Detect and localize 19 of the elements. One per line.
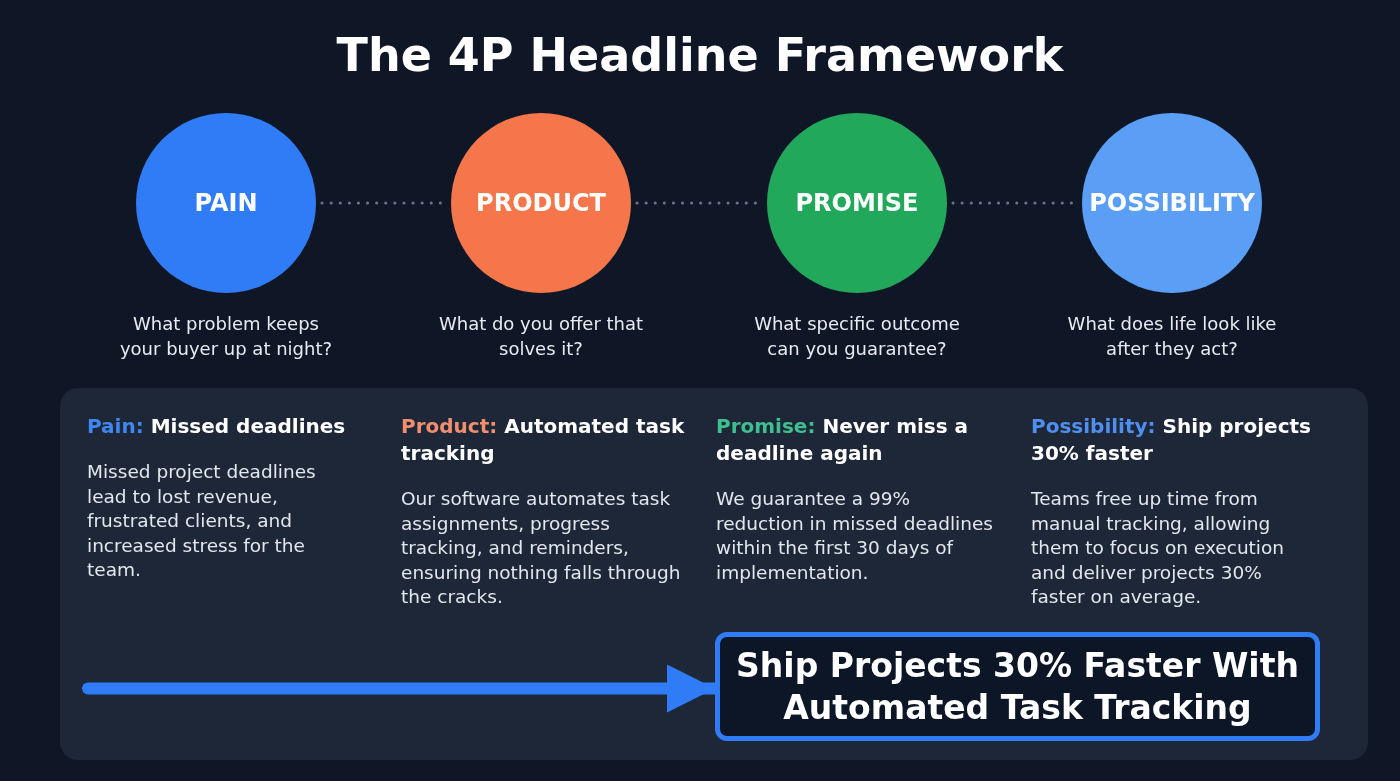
- headline-box: [715, 632, 1320, 741]
- node-label: PROMISE: [795, 189, 919, 217]
- column-text: Teams free up time from manual tracking, allowing them to focus on execution and deliver projects 30% faster on average.: [1031, 487, 1286, 609]
- node-label: PAIN: [194, 189, 258, 217]
- column-text: Missed project deadlines lead to lost revenue, frustrated clients, and increased stress for the team.: [87, 460, 317, 582]
- column-heading: Promise: Never miss a deadline again: [716, 413, 970, 467]
- column-text: Our software automates task assignments, progress tracking, and reminders, ensuring nothing falls through the cracks.: [401, 487, 682, 609]
- question-text: What do you offer that solves it?: [437, 312, 645, 361]
- column-text: We guarantee a 99% reduction in missed deadlines within the first 30 days of implementation.: [716, 487, 994, 585]
- question-text: What specific outcome can you guarantee?: [753, 312, 961, 361]
- question-text: What does life look like after they act?: [1066, 312, 1278, 361]
- headline-text: Ship Projects 30% Faster With Automated Task Tracking: [735, 644, 1300, 729]
- node-label: PRODUCT: [476, 189, 606, 217]
- column-heading: Product: Automated task tracking: [401, 413, 686, 467]
- column-heading: Pain: Missed deadlines: [87, 413, 347, 440]
- question-text: What problem keeps your buyer up at night?: [118, 312, 334, 361]
- title: The 4P Headline Framework: [335, 28, 1065, 82]
- node-label: POSSIBILITY: [1089, 189, 1255, 217]
- column-heading: Possibility: Ship projects 30% faster: [1031, 413, 1312, 467]
